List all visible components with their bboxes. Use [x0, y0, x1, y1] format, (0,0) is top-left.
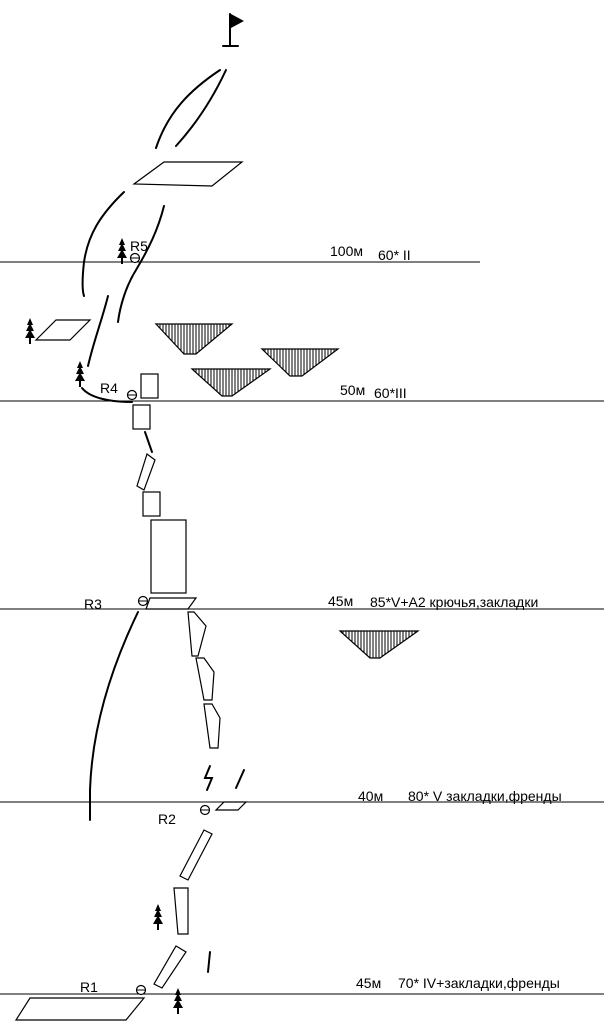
route-line [235, 769, 245, 789]
pitch-grade-3: 85*V+A2 крючья,закладки [370, 594, 538, 610]
route-line [81, 387, 133, 403]
belay-anchor-icon [137, 595, 149, 607]
tree-icon [153, 904, 163, 930]
crack-icon [195, 657, 215, 701]
ledge-icon [214, 801, 248, 811]
crack-icon [173, 887, 189, 935]
pitch-grade-5: 70* IV+закладки,френды [398, 975, 560, 991]
flag-icon [222, 13, 244, 47]
tree-icon [25, 318, 35, 344]
wall-block [142, 491, 161, 517]
pitch-grade-2: 60*III [374, 385, 407, 401]
route-line [81, 191, 125, 297]
tree-icon [117, 238, 127, 264]
snowfield-icon [34, 319, 92, 341]
belay-label-r5: R5 [130, 238, 148, 254]
ledge-hatched [154, 323, 234, 355]
belay-anchor-icon [126, 389, 138, 401]
ledge-hatched [260, 348, 340, 377]
ledge-icon [145, 597, 198, 610]
belay-anchor-icon [129, 252, 141, 264]
belay-anchor-icon [135, 984, 147, 996]
ledge-hatched [338, 630, 420, 659]
route-line [89, 611, 139, 821]
pitch-length-5: 45м [356, 975, 381, 991]
pitch-length-3: 45м [328, 593, 353, 609]
route-line [155, 69, 221, 149]
belay-label-r4: R4 [100, 380, 118, 396]
route-line [175, 69, 227, 147]
belay-label-r1: R1 [80, 979, 98, 995]
pitch-length-4: 40м [358, 788, 383, 804]
crack-icon [187, 611, 207, 657]
route-line [117, 205, 165, 323]
belay-label-r3: R3 [84, 596, 102, 612]
pitch-grade-1: 60* II [378, 247, 411, 263]
wall-block [150, 519, 187, 594]
crack-icon [179, 829, 213, 881]
wall-block [140, 373, 159, 399]
pitch-length-2: 50м [340, 382, 365, 398]
pitch-grade-4: 80* V закладки,френды [408, 788, 562, 804]
belay-label-r2: R2 [158, 811, 176, 827]
route-line [144, 431, 153, 453]
crack-icon [153, 945, 187, 989]
snowfield-icon [14, 997, 146, 1021]
pitch-length-1: 100м [330, 243, 363, 259]
tree-icon [173, 988, 183, 1014]
crack-zigzag [203, 765, 214, 791]
wall-block [132, 404, 151, 430]
crack-icon [136, 453, 156, 491]
route-line [87, 295, 109, 367]
route-line [207, 951, 211, 973]
ledge-hatched [190, 368, 272, 397]
belay-anchor-icon [199, 804, 211, 816]
snowfield-icon [132, 161, 244, 187]
tree-icon [75, 361, 85, 387]
crack-icon [203, 703, 221, 749]
